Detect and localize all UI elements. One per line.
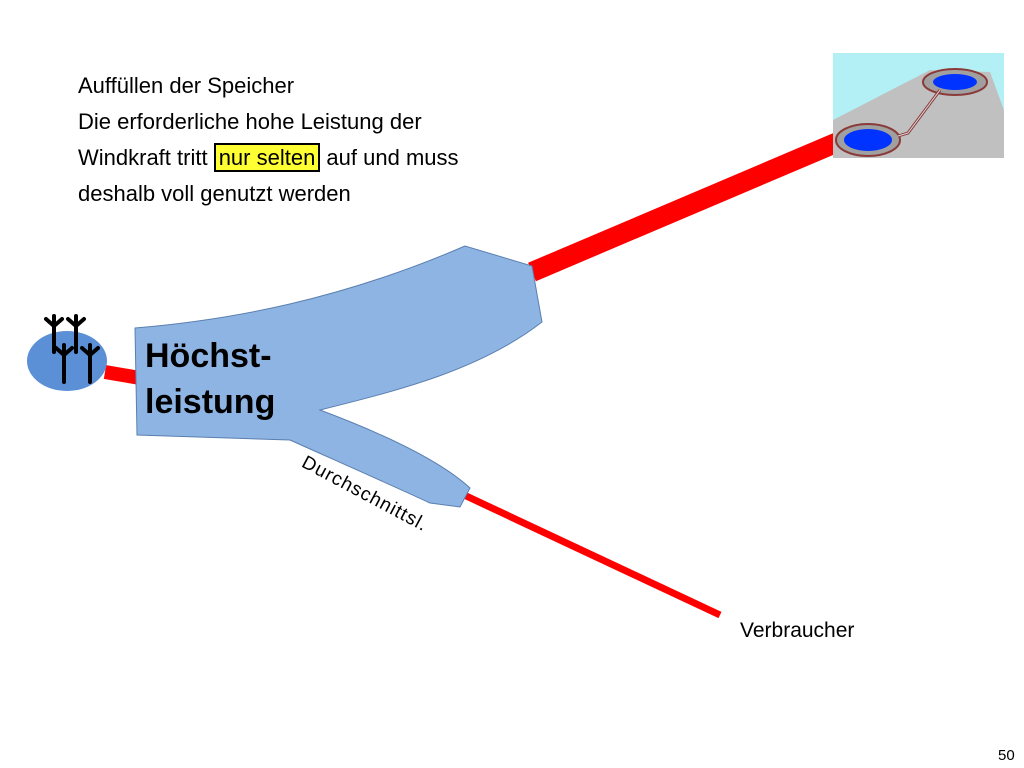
highlight-nur-selten: nur selten [213,143,321,172]
wind-turbines-icon [27,314,107,391]
text-line-3-post: auf und muss [320,145,459,170]
storage-line [528,132,842,282]
peak-power-label-line-2: leistung [145,383,276,421]
text-line-3-pre: Windkraft tritt [78,145,214,170]
consumer-label: Verbraucher [740,619,855,642]
pumped-storage-icon [833,53,1004,158]
peak-power-label-line-1: Höchst- [145,337,272,375]
text-line-3: Windkraft tritt nur selten auf und muss [78,140,459,176]
text-line-2: Die erforderliche hohe Leistung der [78,109,422,134]
consumer-line [460,490,722,619]
text-line-1: Auffüllen der Speicher [78,73,295,98]
peak-power-label: Höchst- leistung [145,333,275,425]
page-number: 50 [998,747,1015,764]
wind-input-line [103,365,142,385]
text-line-4: deshalb voll genutzt werden [78,181,351,206]
power-flow-shape [134,245,543,508]
explanation-text: Auffüllen der Speicher Die erforderliche… [78,68,459,212]
